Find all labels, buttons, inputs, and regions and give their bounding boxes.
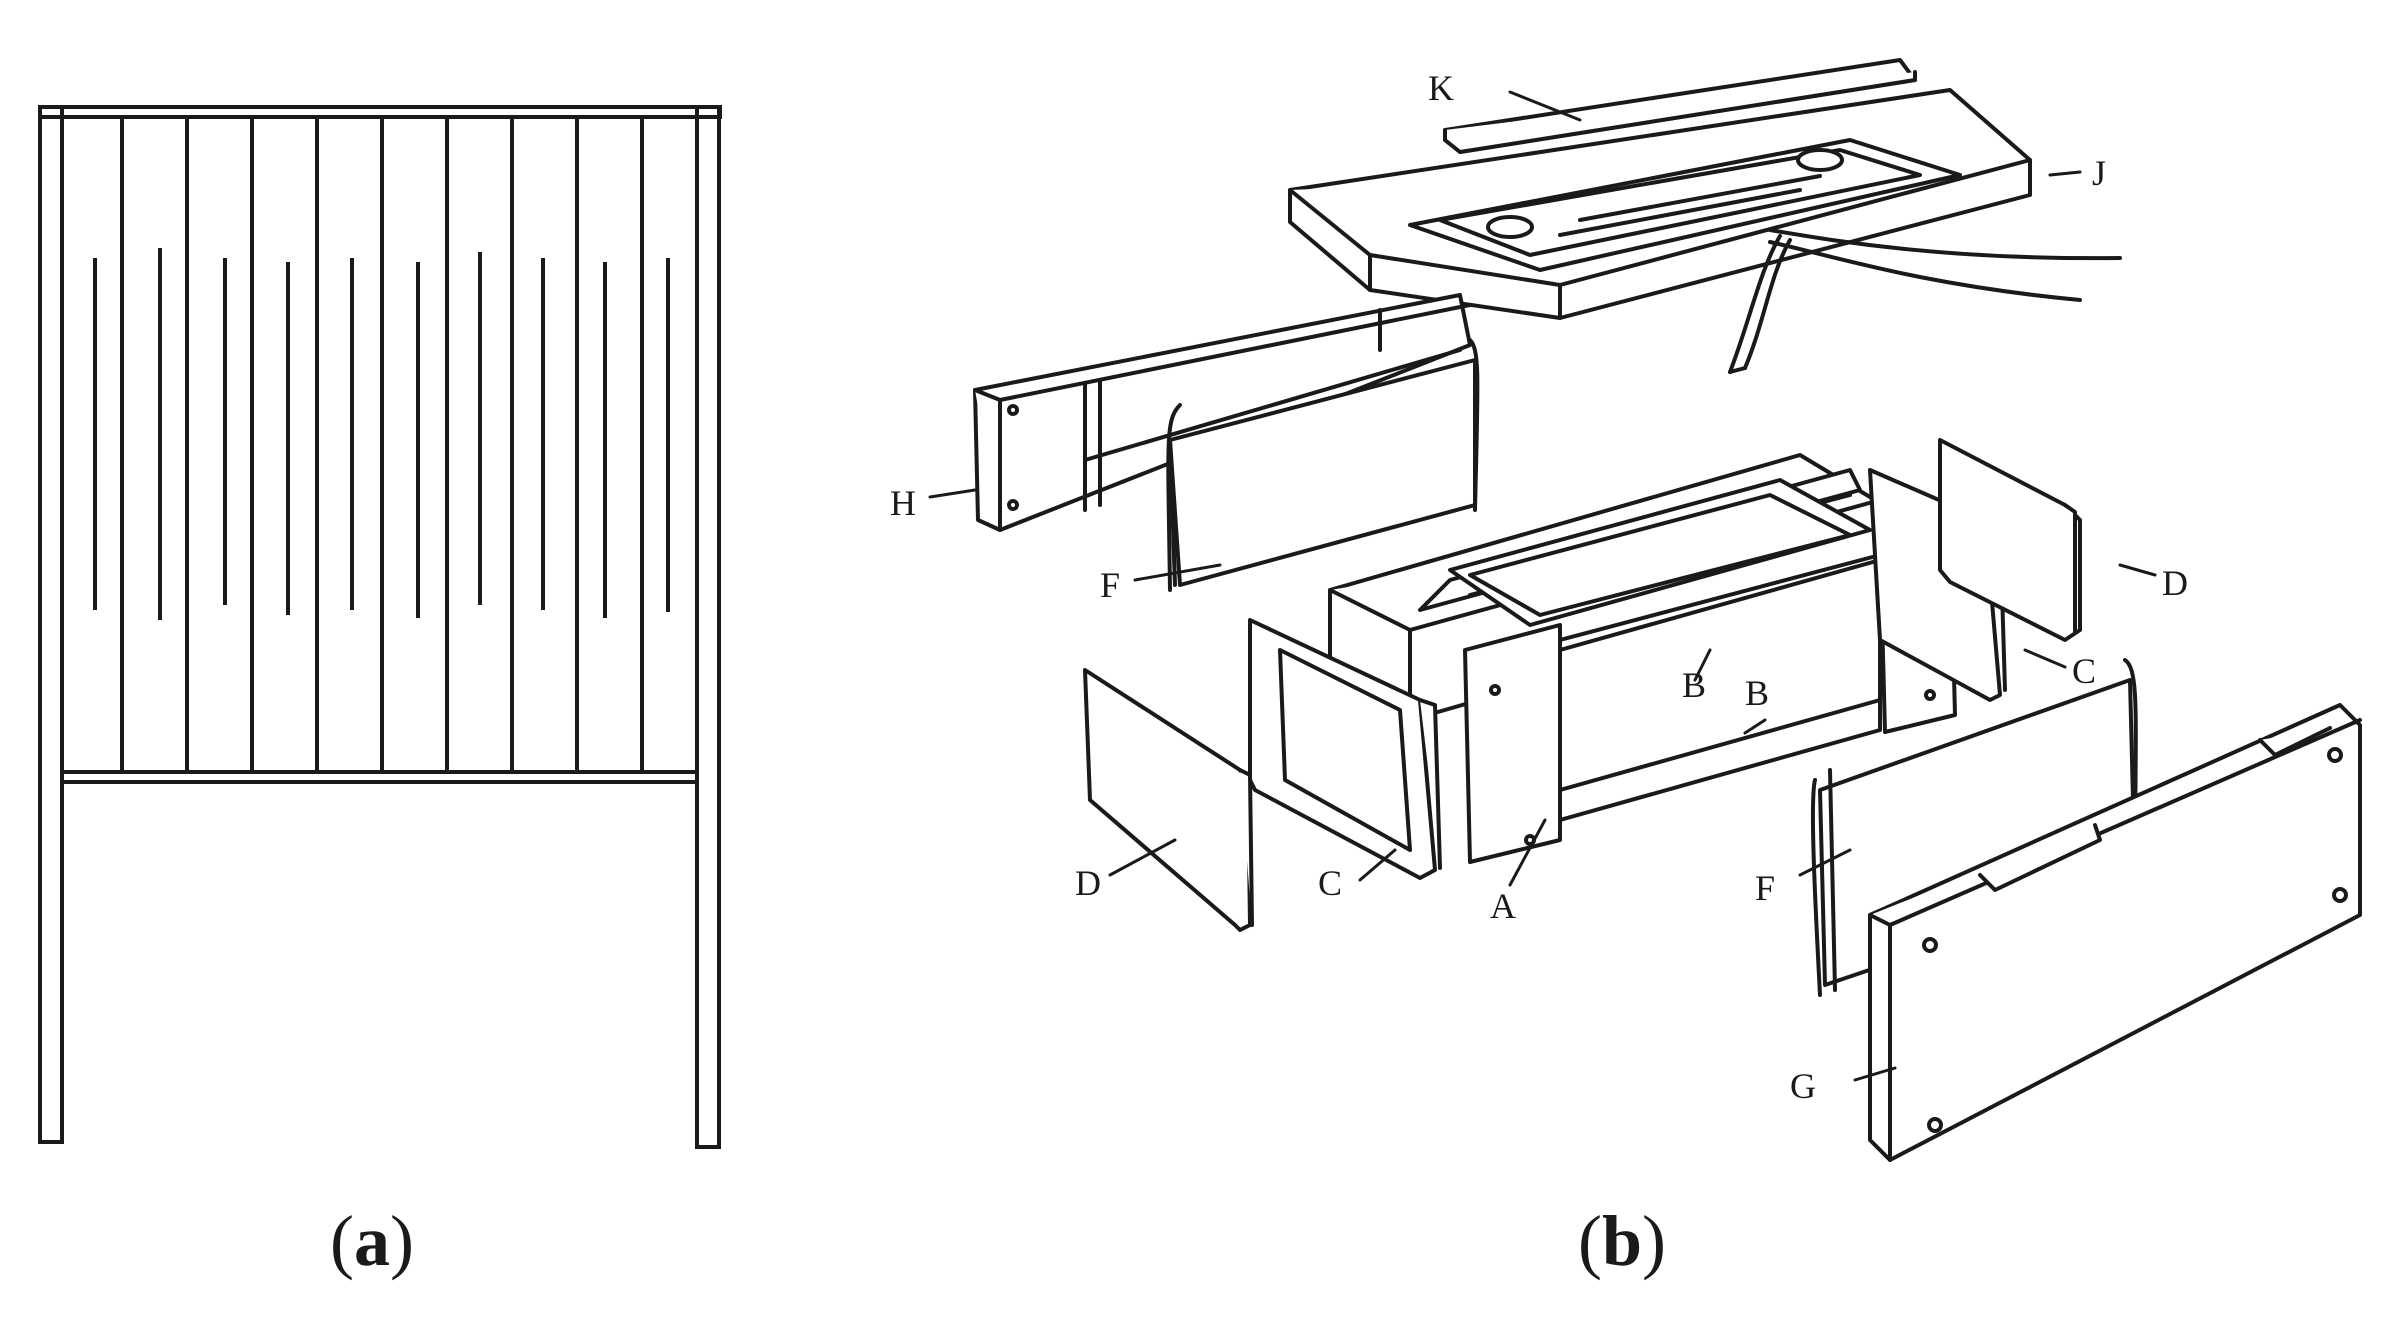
label-h: H bbox=[890, 483, 916, 523]
label-c-left: C bbox=[1318, 863, 1342, 903]
part-c-left-gasket bbox=[1248, 618, 1442, 880]
caption-b-letter: b bbox=[1601, 1201, 1643, 1281]
part-k-lid bbox=[1443, 58, 1917, 154]
part-h-side-plate bbox=[973, 293, 1472, 532]
caption-a-letter: a bbox=[353, 1201, 390, 1281]
part-g-side-plate bbox=[1868, 703, 2362, 1162]
label-f-top: F bbox=[1100, 565, 1120, 605]
panel-a-grid-drawing bbox=[38, 105, 722, 1149]
label-a: A bbox=[1490, 886, 1516, 926]
label-f-bottom: F bbox=[1755, 868, 1775, 908]
caption-panel-a: (a) bbox=[330, 1205, 414, 1277]
part-f-top-electrode bbox=[1166, 338, 1480, 592]
part-j-top-frame bbox=[1288, 88, 2122, 374]
grid-full-strips bbox=[120, 117, 644, 772]
label-c-right: C bbox=[2072, 651, 2096, 691]
caption-b-close: ) bbox=[1642, 1201, 1667, 1281]
caption-a-close: ) bbox=[389, 1201, 414, 1281]
label-j: J bbox=[2092, 153, 2106, 193]
part-d-right-window bbox=[1938, 438, 2082, 642]
panel-b-exploded-assembly: K J H F D C B B D C A F G bbox=[890, 58, 2362, 1162]
label-b-lower: B bbox=[1745, 673, 1769, 713]
leader-arrows bbox=[928, 90, 2157, 1082]
label-d-right: D bbox=[2162, 563, 2188, 603]
part-labels: K J H F D C B B D C A F G bbox=[890, 68, 2188, 1106]
caption-a-open: ( bbox=[330, 1201, 354, 1281]
part-d-left-window bbox=[1083, 668, 1254, 932]
label-k: K bbox=[1428, 68, 1454, 108]
label-d-left: D bbox=[1075, 863, 1101, 903]
grid-short-strips bbox=[93, 248, 670, 620]
caption-b-open: ( bbox=[1578, 1201, 1602, 1281]
label-b-upper: B bbox=[1682, 665, 1706, 705]
caption-panel-b: (b) bbox=[1578, 1205, 1666, 1277]
label-g: G bbox=[1790, 1066, 1816, 1106]
